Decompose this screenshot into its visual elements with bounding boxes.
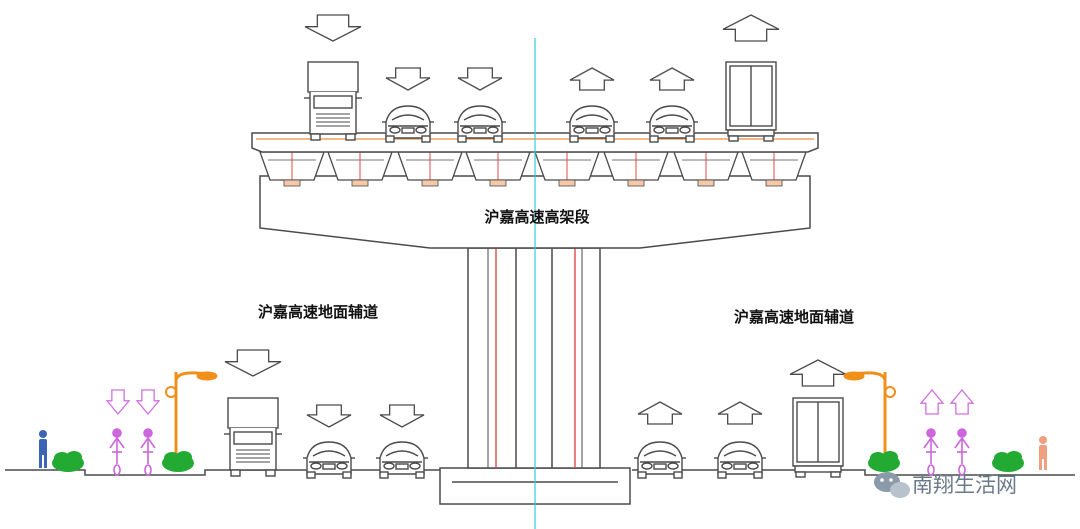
bike-lane-left-2-arrow-down	[135, 389, 161, 416]
upper-lane-3-arrow-down	[457, 67, 503, 91]
upper-lane-2-arrow-down	[385, 67, 431, 91]
bicycle-right-2-icon	[954, 428, 970, 476]
ground-left-lane-2-arrow-down	[306, 404, 352, 428]
direction-arrows-layer	[105, 14, 975, 428]
streetlight-left	[165, 371, 218, 462]
upper-lane-4-car	[566, 105, 618, 143]
ground-left-lane-3-arrow-down	[379, 404, 425, 428]
ground-road-left-label: 沪嘉高速地面辅道	[258, 303, 378, 321]
upper-lane-1-arrow-down	[304, 14, 362, 42]
elevated-section-label: 沪嘉高速高架段	[484, 208, 589, 226]
upper-lane-5-arrow-up	[649, 67, 695, 91]
upper-lane-6-truck	[725, 61, 777, 142]
bike-lane-right-2-arrow-up	[949, 388, 975, 415]
ground-left-lane-2-car	[303, 441, 355, 479]
ground-right-lane-1-arrow-up	[637, 401, 683, 425]
upper-lane-6-arrow-up	[722, 14, 780, 42]
bicycle-right-1-icon	[923, 428, 939, 476]
upper-lane-3-car	[454, 105, 506, 143]
bicycle-left-1-icon	[109, 428, 125, 476]
pedestrian-left-icon	[39, 430, 47, 468]
upper-lane-5-car	[646, 105, 698, 143]
ground-right-lane-2-car	[714, 441, 766, 479]
shrub-2	[162, 451, 194, 472]
shrub-4	[992, 451, 1024, 472]
pier-column	[467, 247, 601, 469]
bicycle-left-2-icon	[140, 428, 156, 476]
box-girder	[259, 151, 325, 187]
upper-lane-4-arrow-up	[569, 67, 615, 91]
ground-road-right-label: 沪嘉高速地面辅道	[734, 308, 854, 326]
shrub-1	[52, 451, 84, 472]
pedestrian-right-icon	[1039, 436, 1047, 470]
ground-right-lane-3-truck	[792, 397, 844, 478]
ground-right-lane-3-arrow-up	[789, 359, 847, 387]
vehicles-layer	[224, 61, 844, 479]
box-girder	[327, 151, 393, 187]
watermark-text: 南翔生活网	[912, 473, 1017, 497]
watermark: 南翔生活网	[874, 472, 1017, 498]
bicycles-layer	[109, 428, 970, 476]
streetlight-right	[843, 371, 896, 462]
ground-right-lane-2-arrow-up	[717, 401, 763, 425]
ground-right-lane-1-car	[634, 441, 686, 479]
pier-rebar	[495, 248, 576, 468]
upper-lane-2-car	[382, 105, 434, 143]
shrubs	[52, 451, 1024, 472]
ground-left-lane-1-truck	[224, 397, 282, 477]
bike-lane-left-1-arrow-down	[105, 389, 131, 416]
bike-lane-right-1-arrow-up	[919, 388, 945, 415]
wechat-icon	[874, 472, 910, 498]
box-girder	[741, 151, 807, 187]
ground-left-lane-3-car	[376, 441, 428, 479]
ground-left-lane-1-arrow-down	[224, 349, 282, 377]
shrub-3	[868, 451, 900, 472]
upper-lane-1-truck	[304, 61, 362, 141]
